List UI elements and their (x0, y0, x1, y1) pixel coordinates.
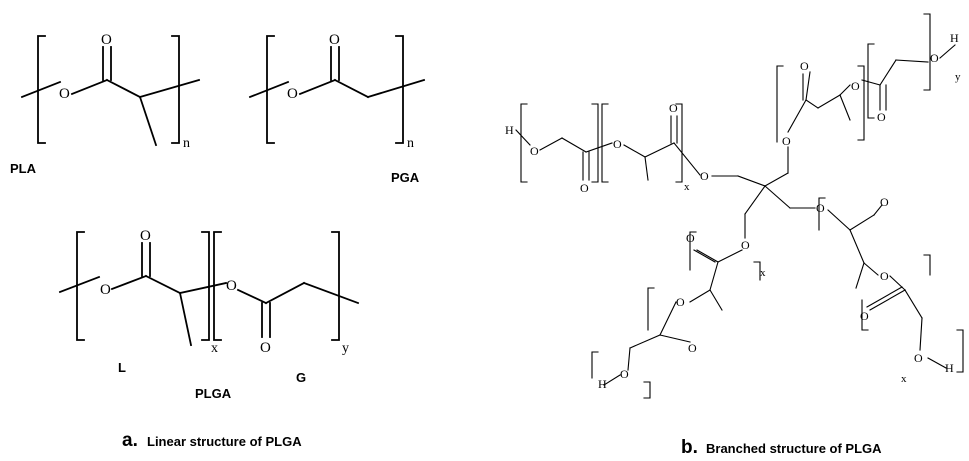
plga-subscript-x: x (211, 341, 218, 356)
pga-right-bracket (395, 35, 404, 144)
left-arm-bracket-1 (520, 103, 528, 183)
bottom-arm-oxygen-4: O (620, 367, 629, 381)
top-arm-oxygen-3: O (877, 110, 886, 124)
top-arm-bracket-2 (857, 65, 865, 141)
core-oxygen-left: O (700, 169, 709, 183)
plga-subscript-y: y (342, 341, 349, 356)
right-arm-oxygen-1: O (880, 195, 889, 209)
right-arm-hydrogen: H (945, 361, 954, 375)
branch-arm-right: O O O O H x (818, 195, 964, 385)
pla-subscript-n: n (183, 136, 190, 151)
top-arm-bracket-3 (867, 43, 875, 119)
panel-a-linear: O O n PLA O O n PGA (10, 32, 426, 451)
l-unit-label: L (118, 360, 126, 375)
left-arm-oxygen-3: O (613, 137, 622, 151)
bottom-arm-hydrogen: H (598, 377, 607, 391)
pla-ester-oxygen: O (59, 86, 70, 102)
left-arm-hydrogen: H (505, 123, 514, 137)
left-arm-bracket-3 (601, 103, 609, 183)
left-arm-oxygen-4: O (669, 101, 678, 115)
top-arm-oxygen-4: O (930, 51, 939, 65)
plga-g-carbonyl-oxygen: O (260, 340, 271, 356)
right-arm-bracket-2 (923, 254, 931, 276)
caption-a-letter: a. (122, 430, 138, 451)
core-oxygen-right: O (816, 201, 825, 215)
top-arm-oxygen-1: O (800, 59, 809, 73)
bottom-arm-oxygen-1: O (686, 231, 695, 245)
pla-right-bracket (171, 35, 180, 144)
branched-core: O O O O (700, 134, 825, 252)
caption-a-text: Linear structure of PLGA (147, 434, 302, 449)
bottom-arm-bracket-5 (643, 381, 651, 399)
g-unit-label: G (296, 370, 306, 385)
bottom-arm-oxygen-2: O (676, 295, 685, 309)
right-arm-bracket-1 (818, 197, 826, 231)
plga-label: PLGA (195, 386, 232, 401)
right-arm-oxygen-2: O (880, 269, 889, 283)
top-arm-bracket-1 (776, 65, 784, 143)
pla-label: PLA (10, 161, 37, 176)
caption-b-letter: b. (681, 437, 698, 458)
pga-subscript-n: n (407, 136, 414, 151)
core-oxygen-bottom: O (741, 238, 750, 252)
bottom-arm-bracket-1 (689, 231, 697, 271)
pla-left-bracket (37, 35, 46, 144)
panel-b-branched: O O O O H O O O O (505, 13, 964, 458)
branch-arm-left: H O O O O x (505, 101, 701, 195)
left-arm-oxygen-1: O (530, 144, 539, 158)
top-arm-subscript-y: y (955, 71, 961, 83)
branch-arm-bottom: O O O O H x (591, 231, 766, 399)
right-arm-subscript-x: x (901, 373, 907, 385)
pla-structure: O O n (20, 32, 201, 151)
left-arm-bracket-4 (675, 103, 683, 183)
branch-arm-top: O O O O H y (776, 13, 961, 143)
right-arm-oxygen-4: O (914, 351, 923, 365)
plga-linear-structure: O O O O x y (58, 228, 360, 356)
bottom-arm-bracket-2 (753, 261, 761, 281)
pla-carbonyl-oxygen: O (101, 32, 112, 48)
pga-label: PGA (391, 170, 420, 185)
plga-g-ester-oxygen: O (226, 278, 237, 294)
plga-l-right-bracket (201, 231, 210, 341)
top-arm-oxygen-2: O (851, 79, 860, 93)
pga-ester-oxygen: O (287, 86, 298, 102)
top-arm-bracket-4 (923, 13, 931, 91)
bottom-arm-bracket-4 (591, 351, 599, 379)
top-arm-hydrogen: H (950, 31, 959, 45)
bottom-arm-oxygen-3: O (688, 341, 697, 355)
right-arm-bracket-3 (861, 299, 869, 331)
core-oxygen-top: O (782, 134, 791, 148)
plga-g-right-bracket (331, 231, 340, 341)
plga-l-carbonyl-oxygen: O (140, 228, 151, 244)
bottom-arm-subscript-x: x (760, 267, 766, 279)
left-arm-oxygen-2: O (580, 181, 589, 195)
pga-structure: O O n (248, 32, 426, 151)
bottom-arm-bracket-3 (647, 287, 655, 331)
right-arm-oxygen-3: O (860, 309, 869, 323)
plga-l-ester-oxygen: O (100, 282, 111, 298)
left-arm-subscript-x: x (684, 181, 690, 193)
left-arm-bracket-2 (591, 103, 599, 183)
right-arm-bracket-4 (956, 329, 964, 373)
pga-carbonyl-oxygen: O (329, 32, 340, 48)
caption-b-text: Branched structure of PLGA (706, 441, 882, 456)
